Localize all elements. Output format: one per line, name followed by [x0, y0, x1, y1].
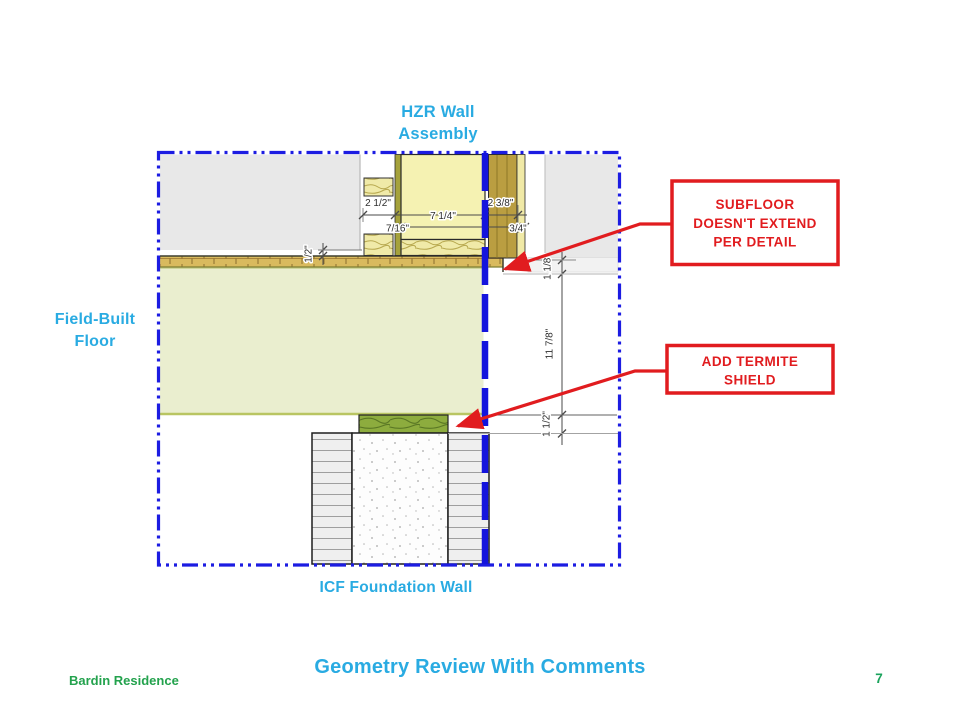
dim-joist-depth: 11 7/8" — [545, 328, 556, 359]
comment-termite-line2: SHIELD — [724, 373, 776, 388]
project-name: Bardin Residence — [69, 673, 179, 688]
stud-cavity — [400, 153, 486, 241]
concrete-core — [351, 432, 449, 565]
bottom-plate — [400, 238, 486, 257]
dimension-lines — [318, 205, 618, 445]
icf-foam-left — [311, 432, 353, 565]
dim-panel-thickness: 2 3/8" — [488, 198, 514, 209]
osb-sheathing — [394, 154, 402, 256]
comment-box-subfloor[interactable]: SUBFLOOR DOESN'T EXTEND PER DETAIL — [670, 179, 840, 267]
dim-sheathing-thickness: 7/16" — [386, 224, 409, 235]
sill-plate — [358, 414, 449, 434]
dim-floor-gap: 1/2" — [304, 245, 315, 263]
label-icf-foundation-wall: ICF Foundation Wall — [276, 577, 516, 599]
label-floor-line1: Field-Built — [54, 311, 136, 328]
blocking-upper — [363, 177, 394, 197]
dim-sill-height: 1 1/2" — [542, 411, 553, 437]
icf-foundation-wall[interactable] — [311, 432, 490, 565]
termite-leader-arrow — [455, 369, 667, 430]
comment-termite-line1: ADD TERMITE — [702, 354, 799, 369]
interior-drywall-region — [160, 154, 361, 250]
comment-box-termite[interactable]: ADD TERMITE SHIELD — [665, 343, 835, 395]
label-hzr-wall-assembly: HZR Wall Assembly — [358, 101, 518, 145]
blocking-lower — [363, 233, 394, 256]
comment-subfloor-line2: DOESN'T EXTEND — [693, 216, 817, 231]
exterior-finish-region — [527, 154, 619, 273]
label-hzr-line2: Assembly — [398, 125, 478, 143]
label-foundation-text: ICF Foundation Wall — [319, 579, 473, 596]
selection-boundary[interactable] — [156, 150, 622, 567]
field-built-floor-slab[interactable] — [160, 267, 484, 416]
hzr-wall-assembly[interactable] — [363, 153, 526, 259]
comment-subfloor-line1: SUBFLOOR — [716, 197, 795, 212]
label-hzr-line1: HZR Wall — [401, 103, 475, 121]
dim-cavity-width: 7 1/4" — [430, 211, 456, 222]
comment-subfloor-line3: PER DETAIL — [713, 235, 796, 250]
page-number: 7 — [875, 671, 883, 686]
label-floor-line2: Floor — [74, 333, 116, 350]
subfloor-leader-arrow — [502, 222, 672, 272]
dim-siding-thickness: 3/4" — [509, 224, 527, 235]
dim-subfloor-depth: 1 1/8" — [543, 254, 554, 280]
dim-block-width: 2 1/2" — [365, 198, 391, 209]
comment-leaders — [455, 222, 672, 430]
label-field-built-floor: Field-Built Floor — [15, 309, 175, 353]
slide-title: Geometry Review With Comments — [314, 656, 646, 678]
